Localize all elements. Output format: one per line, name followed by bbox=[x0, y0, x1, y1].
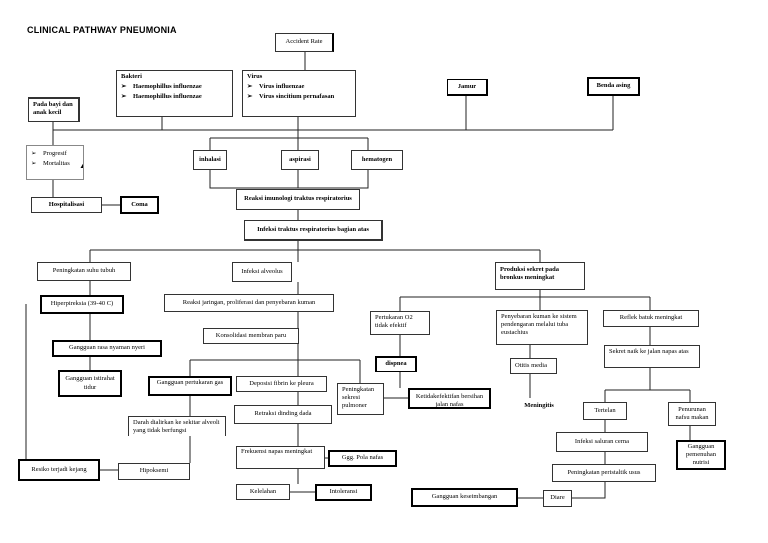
produksi-sekret-node: Produksi sekret pada bronkus meningkat bbox=[495, 262, 585, 290]
infeksi-alveolus-node: Infeksi alveolus bbox=[232, 262, 292, 282]
virus-item: Virus sincitium pernafasan bbox=[259, 93, 335, 101]
gangguan-keseimbangan-node: Gangguan keseimbangan bbox=[411, 488, 518, 507]
progresif-item: Progresif bbox=[43, 150, 67, 157]
hipoksemi-node: Hipoksemi bbox=[118, 463, 190, 480]
bakteri-item: Haemophillus influenzae bbox=[133, 93, 202, 101]
infeksi-cerna-node: Infeksi saluran cerna bbox=[556, 432, 648, 452]
penurunan-nafsu-node: Penurunan nafsu makan bbox=[668, 402, 716, 426]
bayi-node: Pada bayi dan anak kecil bbox=[28, 97, 80, 122]
virus-item: Virus influenzae bbox=[259, 83, 305, 91]
darah-dialirkan-node: Darah dialirkan ke sekitar alveoli yang … bbox=[128, 416, 226, 436]
infeksi-traktus-node: Infeksi traktus respiratorius bagian ata… bbox=[244, 220, 383, 241]
progresif-item: Mortalitas bbox=[43, 160, 70, 168]
peristaltik-node: Peningkatan peristaltik usus bbox=[552, 464, 656, 482]
pertukaran-o2-node: Pertukaran O2 tidak efektif bbox=[370, 311, 430, 335]
bullet-icon: ➢ bbox=[121, 83, 127, 91]
bullet-icon: ➢ bbox=[247, 83, 253, 91]
intoleransi-node: Intoleransi bbox=[315, 484, 372, 501]
meningitis-node: Meningitis bbox=[514, 398, 564, 415]
accident-rate-node: Accident Rate bbox=[275, 33, 334, 52]
bakteri-item: Haemophillus influenzae bbox=[133, 83, 202, 91]
konsolidasi-node: Konsolidasi membran paru bbox=[203, 328, 299, 344]
hematogen-node: hematogen bbox=[351, 150, 403, 170]
peningkatan-sekresi-node: Peningkatan sekresi pulmoner bbox=[337, 383, 384, 415]
reaksi-imunologi-node: Reaksi imunologi traktus respiratorius bbox=[236, 189, 360, 210]
gangguan-nyeri-node: Gangguan rasa nyaman nyeri bbox=[52, 340, 162, 357]
reflek-batuk-node: Reflek batuk meningkat bbox=[603, 310, 699, 327]
virus-title: Virus bbox=[247, 73, 263, 80]
frekuensi-node: Frekuensi napas meningkat bbox=[236, 446, 325, 469]
bakteri-title: Bakteri bbox=[121, 73, 142, 80]
tertelan-node: Tertelan bbox=[583, 402, 627, 420]
kelelahan-node: Kelelahan bbox=[236, 484, 290, 500]
bullet-icon: ➢ bbox=[31, 150, 37, 157]
otitis-node: Otitis media bbox=[510, 358, 557, 374]
gangguan-nutrisi-node: Gangguan pemenuhan nutrisi bbox=[676, 440, 726, 470]
retraksi-node: Retraksi dinding dada bbox=[234, 405, 332, 424]
virus-node: Virus ➢ Virus influenzae ➢ Virus sincitium… bbox=[242, 70, 356, 117]
bullet-icon: ➢ bbox=[31, 160, 37, 168]
bullet-icon: ➢ bbox=[247, 93, 253, 101]
pola-nafas-node: Ggg. Pola nafas bbox=[328, 450, 397, 467]
progresif-node: ➢ Progresif ➢ Mortalitas bbox=[26, 145, 84, 180]
gangguan-pertukaran-node: Gangguan pertukaran gas bbox=[148, 376, 232, 396]
page-title: CLINICAL PATHWAY PNEUMONIA bbox=[27, 25, 177, 35]
reaksi-jaringan-node: Reaksi jaringan, proliferasi dan penyeba… bbox=[164, 294, 334, 312]
inhalasi-node: inhalasi bbox=[193, 150, 227, 170]
ketidakefektifan-node: Ketidakefektifan bersihan jalan nafas bbox=[408, 388, 491, 409]
penyebaran-kuman-node: Penyebaran kuman ke sistem pendengaran m… bbox=[496, 310, 588, 345]
gangguan-tidur-node: Gangguan istirahat tidur bbox=[58, 370, 122, 397]
bakteri-node: Bakteri ➢ Haemophillus influenzae ➢ Haemop… bbox=[116, 70, 233, 117]
sekret-naik-node: Sekret naik ke jalan napas atas bbox=[604, 345, 700, 368]
aspirasi-node: aspirasi bbox=[281, 150, 319, 170]
resiko-kejang-node: Resiko terjadi kejang bbox=[18, 459, 100, 481]
benda-asing-node: Benda asing bbox=[587, 77, 640, 96]
jamur-node: Jamur bbox=[447, 79, 488, 96]
diare-node: Diare bbox=[543, 490, 572, 507]
hiperpireksia-node: Hiperpireksia (39-40 C) bbox=[40, 295, 124, 314]
hospitalisasi-node: Hospitalisasi bbox=[31, 197, 102, 213]
coma-node: Coma bbox=[120, 196, 159, 214]
deposisi-node: Deposisi fibrin ke pleura bbox=[236, 376, 327, 392]
bullet-icon: ➢ bbox=[121, 93, 127, 101]
up-arrow-icon bbox=[80, 163, 83, 168]
peningkatan-suhu-node: Peningkatan suhu tubuh bbox=[37, 262, 131, 281]
dispnea-node: dispnea bbox=[375, 356, 417, 372]
